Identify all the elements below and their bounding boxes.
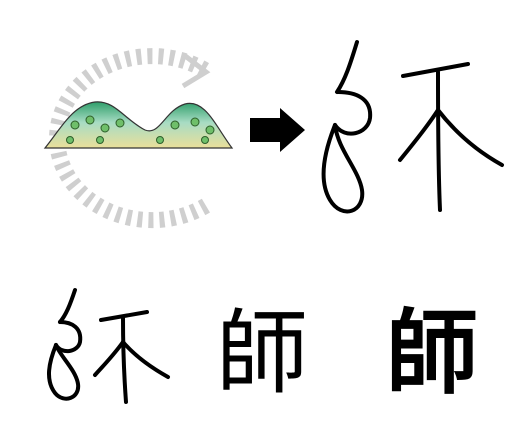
oracle-bone-shi-glyph	[47, 288, 170, 404]
right-arrow-icon	[250, 108, 305, 152]
svg-text:師: 師	[216, 300, 308, 407]
hill-with-trees-pictograph	[43, 101, 234, 149]
ancient-shi-glyph	[321, 40, 504, 214]
regular-script-shi-glyph: 師	[216, 300, 308, 407]
dashed-circular-arrow-icon	[49, 48, 212, 229]
traditional-bold-shi-glyph: 師	[386, 300, 478, 407]
svg-text:師: 師	[386, 300, 478, 407]
